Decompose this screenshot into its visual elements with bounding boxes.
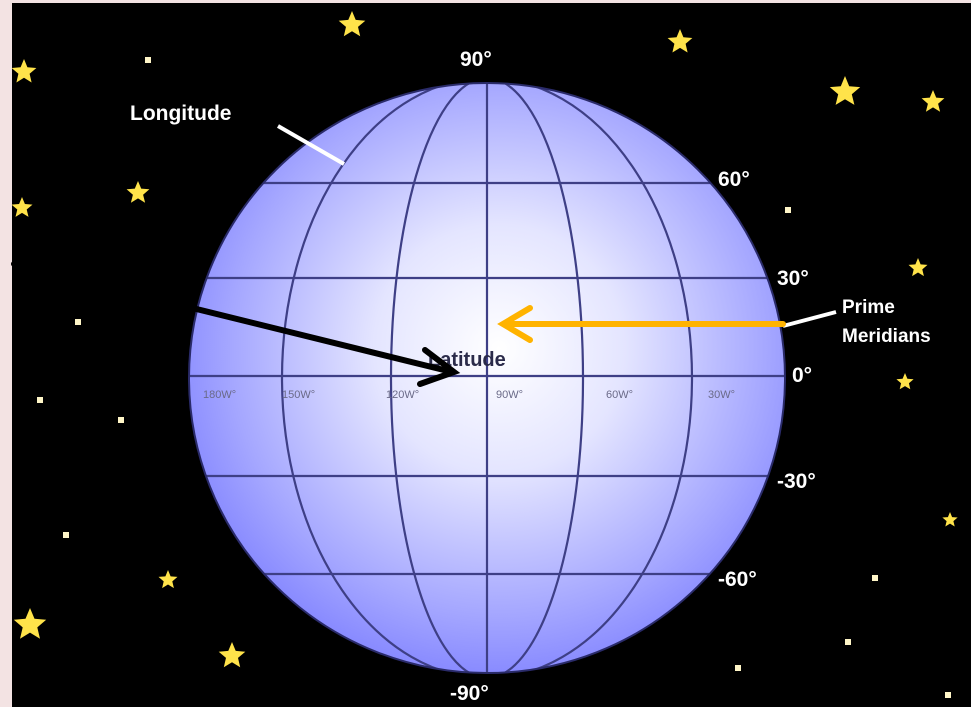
black-arrow [11,261,461,387]
longitude-line [280,83,694,673]
star-dot [945,692,951,698]
longitude-scale-label: 90W° [496,389,523,401]
star-icon [158,570,178,589]
star-icon [126,181,150,203]
star-icon [829,76,861,105]
longitude-scale-label: 150W° [282,389,315,401]
star-icon [218,642,246,668]
longitude-scale-label: 180W° [203,389,236,401]
star-icon [921,90,945,112]
star-dot [37,397,43,403]
star-dot [118,417,124,423]
star-dot [735,665,741,671]
star-dot [63,532,69,538]
latitude-label-90: 90° [460,48,492,71]
longitude-scale-label: 120W° [386,389,419,401]
star-icon [11,197,33,217]
star-dot [785,207,791,213]
latitude-label-minus-30: -30° [777,470,816,493]
star-icon [338,11,366,37]
star-dot [845,639,851,645]
globe-outline [188,82,786,674]
longitude-label: Longitude [130,102,231,125]
stars [11,11,958,698]
star-icon [13,608,47,639]
longitude-line [389,83,585,673]
star-icon [908,258,928,277]
star-dot [872,575,878,581]
latitude-label-minus-60: -60° [718,568,757,591]
latitude-label-60: 60° [718,168,750,191]
star-icon [942,512,958,527]
prime-meridian-label-line1: Prime [842,297,895,318]
prime-meridian-label-line2: Meridians [842,326,931,347]
star-dot [75,319,81,325]
longitude-scale-label: 60W° [606,389,633,401]
latitude-label-0: 0° [792,364,812,387]
star-dot [145,57,151,63]
longitude-pointer [277,124,345,166]
latitude-label-30: 30° [777,267,809,290]
star-icon [896,373,914,390]
star-icon [11,59,37,83]
orange-arrow [497,305,786,343]
prime-meridian-pointer [782,310,837,328]
longitude-scale-label: 30W° [708,389,735,401]
star-icon [667,29,693,53]
latitude-label-minus-90: -90° [450,682,489,705]
